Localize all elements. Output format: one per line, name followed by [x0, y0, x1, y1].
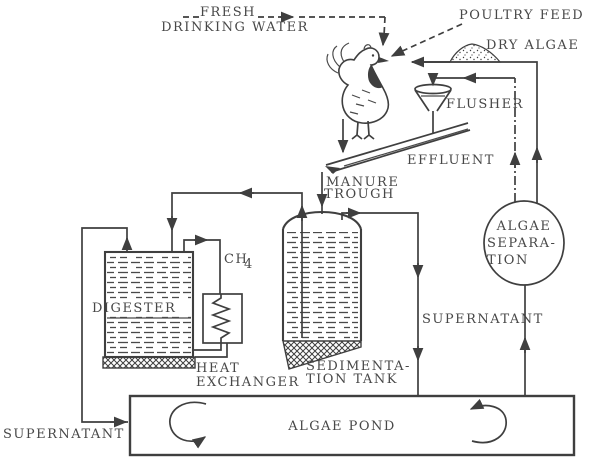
heating-coil	[210, 294, 232, 343]
effluent-label: EFFLUENT	[407, 153, 495, 168]
algae-separation-unit	[483, 200, 565, 286]
digester-tank	[102, 250, 196, 369]
algae-pond	[128, 394, 576, 457]
algae-separation-label-line3: TION	[487, 253, 529, 268]
chicken-illustration	[326, 42, 390, 140]
sedimentation-label-line2: TION TANK	[306, 372, 398, 387]
algae-pond-label: ALGAE POND	[287, 419, 396, 434]
circulation-arrow-right	[469, 398, 507, 444]
poultry-feed-label: POULTRY FEED	[459, 8, 584, 23]
ch4-line	[183, 234, 221, 294]
fresh-water-label-line1: FRESH	[200, 5, 256, 20]
heat-exchanger	[193, 293, 243, 358]
sedimentation-tank	[281, 210, 363, 370]
supernatant-right-line	[341, 207, 424, 396]
sedimentation-label-line1: SEDIMENTA-	[306, 359, 411, 374]
manure-trough	[325, 122, 471, 174]
sludge-wedge	[282, 340, 362, 370]
flusher-label: FLUSHER	[446, 97, 524, 112]
supernatant-left-label: SUPERNATANT	[3, 427, 125, 442]
algae-separation-label-line2: SEPARA-	[487, 236, 556, 251]
digester-label: DIGESTER	[92, 301, 176, 316]
dry-algae-pile	[449, 43, 502, 63]
manure-trough-label-line2: TROUGH	[324, 187, 395, 202]
sludge-to-digester-line	[166, 187, 308, 338]
ch4-label: CH	[224, 252, 248, 267]
digester-sludge-band	[102, 356, 196, 369]
algae-separation-label-line1: ALGAE	[496, 219, 552, 234]
poultry-feed-line	[390, 23, 463, 57]
algae-feed-return-line	[410, 56, 543, 203]
dry-algae-label: DRY ALGAE	[486, 38, 579, 53]
fresh-water-line	[183, 11, 390, 47]
flusher-supply-line	[427, 72, 521, 202]
ch4-subscript: 4	[244, 257, 254, 272]
heat-exchanger-label-line2: EXCHANGER	[196, 375, 300, 390]
circulation-arrow-left	[169, 401, 207, 449]
supernatant-left-line	[81, 227, 133, 428]
supernatant-right-label: SUPERNATANT	[422, 312, 544, 327]
fresh-water-label-line2: DRINKING WATER	[161, 20, 309, 35]
heat-exchanger-label-line1: HEAT	[196, 361, 240, 376]
manure-trough-label-line1: MANURE	[326, 175, 399, 190]
flusher-funnel	[414, 83, 452, 134]
